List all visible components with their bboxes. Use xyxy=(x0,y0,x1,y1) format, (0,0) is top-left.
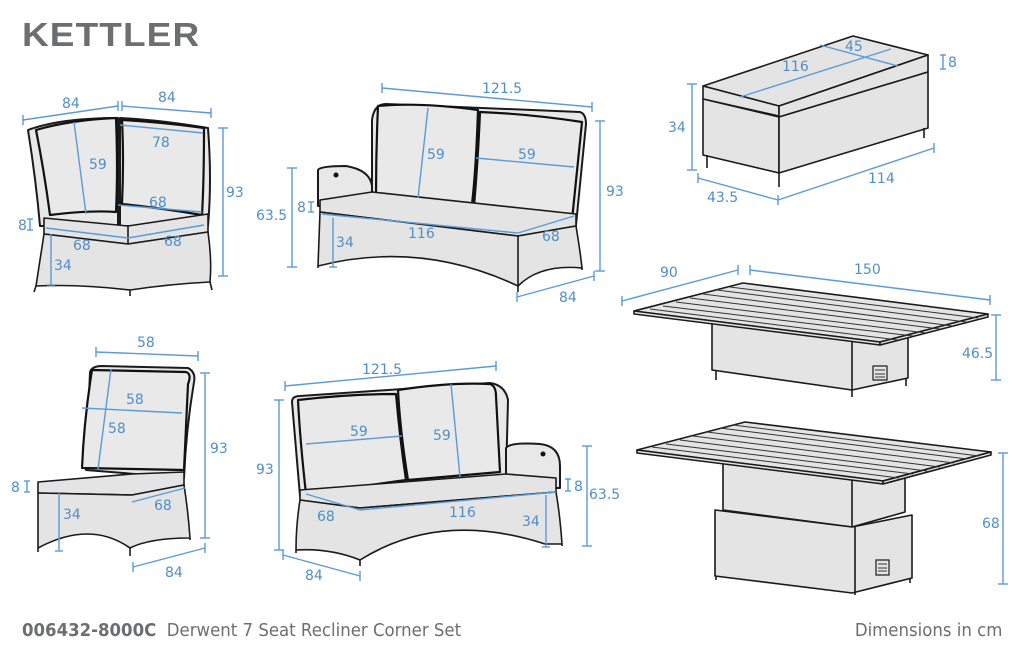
sofa-left-arm-drawing: 121.5 59 59 93 63.5 8 116 68 34 84 xyxy=(256,81,624,306)
dim-ottoman-height: 34 xyxy=(668,120,686,136)
dim-sofa-right-total-height: 93 xyxy=(256,462,274,478)
dim-sofa-left-seat-width: 116 xyxy=(408,226,435,242)
dim-middle-depth: 84 xyxy=(165,565,183,581)
table-high-drawing: 68 xyxy=(636,421,1008,595)
dim-corner-seat-front-left: 68 xyxy=(73,238,91,254)
dim-ottoman-top-depth: 45 xyxy=(845,39,863,55)
dim-table-low-depth: 90 xyxy=(660,265,678,281)
dim-ottoman-top-length: 116 xyxy=(782,59,809,75)
dim-corner-width-right: 84 xyxy=(158,90,176,106)
dim-sofa-right-arm-height: 63.5 xyxy=(589,487,620,503)
dim-sofa-right-width: 121.5 xyxy=(362,362,402,378)
dim-sofa-left-back-height: 59 xyxy=(427,147,445,163)
dim-corner-back-height: 59 xyxy=(89,157,107,173)
product-caption: 006432-8000C Derwent 7 Seat Recliner Cor… xyxy=(22,620,461,641)
table-low-drawing: 90 150 46.5 xyxy=(621,262,1001,397)
dim-ottoman-cushion: 8 xyxy=(948,55,957,71)
dim-middle-seat-height: 34 xyxy=(63,507,81,523)
dim-middle-cushion: 8 xyxy=(11,480,20,496)
dim-corner-seat-front-right: 68 xyxy=(164,234,182,250)
sofa-right-arm-drawing: 121.5 59 59 93 8 63.5 68 116 34 84 xyxy=(256,361,620,584)
dim-corner-width-left: 84 xyxy=(62,96,80,112)
dim-sofa-left-cushion: 8 xyxy=(297,200,306,216)
dim-table-high-height: 68 xyxy=(982,516,1000,532)
dim-ottoman-length: 114 xyxy=(868,171,895,187)
dim-table-low-height: 46.5 xyxy=(962,346,993,362)
dim-middle-seat-depth: 68 xyxy=(154,498,172,514)
dim-sofa-left-total-height: 93 xyxy=(606,184,624,200)
corner-chair-drawing: 84 84 78 59 68 68 68 93 8 34 xyxy=(18,90,244,296)
dim-sofa-right-seat-depth: 68 xyxy=(317,509,335,525)
dim-sofa-left-seat-depth: 68 xyxy=(542,229,560,245)
dim-sofa-right-seat-height: 34 xyxy=(522,514,540,530)
dim-sofa-left-width: 121.5 xyxy=(482,81,522,97)
dim-corner-back-width: 78 xyxy=(152,135,170,151)
dim-sofa-right-seat-width: 116 xyxy=(449,505,476,521)
product-code: 006432-8000C xyxy=(22,620,157,641)
dim-sofa-right-cushion: 8 xyxy=(574,479,583,495)
dim-corner-total-height: 93 xyxy=(226,185,244,201)
dim-middle-back-width: 58 xyxy=(126,392,144,408)
dim-sofa-right-back-height: 59 xyxy=(433,428,451,444)
dim-sofa-left-back-width: 59 xyxy=(518,147,536,163)
kettler-logo: KETTLER xyxy=(22,16,201,53)
middle-chair-drawing: 58 58 58 93 8 34 68 84 xyxy=(11,335,228,581)
dim-middle-back-height: 58 xyxy=(108,421,126,437)
dim-sofa-left-depth: 84 xyxy=(559,290,577,306)
dim-corner-cushion: 8 xyxy=(18,218,27,234)
product-name: Derwent 7 Seat Recliner Corner Set xyxy=(166,620,462,641)
dim-sofa-left-seat-height: 34 xyxy=(336,235,354,251)
dim-table-low-length: 150 xyxy=(854,262,881,278)
dim-corner-seat-depth: 68 xyxy=(149,195,167,211)
dim-sofa-left-arm-height: 63.5 xyxy=(256,208,287,224)
units-note: Dimensions in cm xyxy=(854,620,1002,641)
dim-middle-width: 58 xyxy=(137,335,155,351)
dim-middle-total-height: 93 xyxy=(210,441,228,457)
dim-sofa-right-back-width: 59 xyxy=(350,424,368,440)
dim-ottoman-depth: 43.5 xyxy=(707,190,738,206)
ottoman-drawing: 116 45 8 34 43.5 114 xyxy=(668,35,957,206)
dim-corner-seat-height: 34 xyxy=(54,258,72,274)
dim-sofa-right-depth: 84 xyxy=(305,568,323,584)
